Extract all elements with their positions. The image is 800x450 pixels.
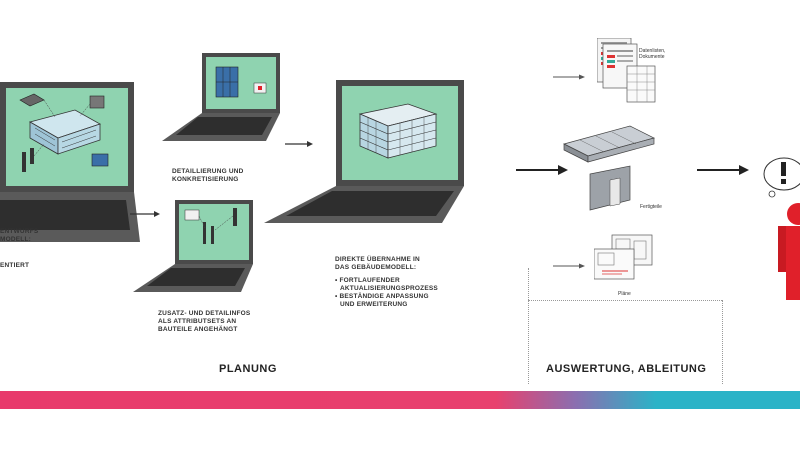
- phase-planung: PLANUNG: [219, 363, 277, 375]
- documents-icon: [597, 38, 656, 103]
- label-fertigteile: Fertigteile: [640, 204, 662, 210]
- label-entwurf-line3: ENTIERT: [0, 262, 30, 269]
- arrow-to-datenlisten: [553, 74, 585, 80]
- arrow-to-gebaeudemodell: [285, 141, 313, 147]
- label-direkt-line1: DIREKTE ÜBERNAHME IN: [335, 256, 420, 263]
- label-entwurf: ENTWURFS MODELL: ENTIERT: [0, 228, 38, 270]
- label-entwurf-line2: MODELL:: [0, 236, 32, 243]
- label-zusatzinfos-line3: BAUTEILE ANGEHÄNGT: [158, 326, 238, 333]
- label-direkt-line4: AKTUALISIERUNGSPROZESS: [340, 285, 438, 292]
- divider-left: [528, 268, 529, 384]
- timeline-bar: [0, 391, 800, 409]
- label-direkte-uebernahme: DIREKTE ÜBERNAHME IN DAS GEBÄUDEMODELL: …: [335, 256, 438, 309]
- laptop-gebaeudemodell: [264, 78, 469, 228]
- label-direkt-line3: • FORTLAUFENDER: [335, 277, 400, 284]
- arrow-to-person: [697, 165, 749, 175]
- label-zusatzinfos: ZUSATZ- UND DETAILINFOS ALS ATTRIBUTSETS…: [158, 310, 250, 334]
- phase-auswertung: AUSWERTUNG, ABLEITUNG: [546, 363, 707, 375]
- laptop-zusatzinfos: [133, 200, 258, 295]
- label-datenlisten: Datenlisten, Dokumente: [639, 48, 665, 60]
- plans-icon: [594, 234, 653, 280]
- label-plaene: Pläne: [618, 291, 631, 297]
- laptop-detaillierung: [162, 53, 282, 148]
- laptop-entwurf: [0, 82, 140, 247]
- arrow-to-auswertung: [516, 165, 568, 175]
- label-entwurf-line1: ENTWURFS: [0, 228, 39, 235]
- label-zusatzinfos-line1: ZUSATZ- UND DETAILINFOS: [158, 310, 251, 317]
- label-datenlisten-line1: Datenlisten,: [639, 48, 666, 54]
- label-detaillierung-line2: KONKRETISIERUNG: [172, 176, 239, 183]
- label-detaillierung: DETAILLIERUNG UND KONKRETISIERUNG: [172, 168, 244, 184]
- label-direkt-line5: • BESTÄNDIGE ANPASSUNG: [335, 293, 429, 300]
- divider-right: [722, 300, 723, 384]
- label-direkt-line2: DAS GEBÄUDEMODELL:: [335, 264, 417, 271]
- divider-top: [528, 300, 722, 301]
- person-icon: [763, 157, 800, 300]
- label-datenlisten-line2: Dokumente: [639, 54, 665, 60]
- precast-elements-icon: [563, 125, 655, 211]
- arrow-to-detail-bottom: [130, 211, 160, 217]
- label-zusatzinfos-line2: ALS ATTRIBUTSETS AN: [158, 318, 237, 325]
- label-detaillierung-line1: DETAILLIERUNG UND: [172, 168, 244, 175]
- label-direkt-line6: UND ERWEITERUNG: [340, 301, 408, 308]
- arrow-to-plaene: [553, 263, 585, 269]
